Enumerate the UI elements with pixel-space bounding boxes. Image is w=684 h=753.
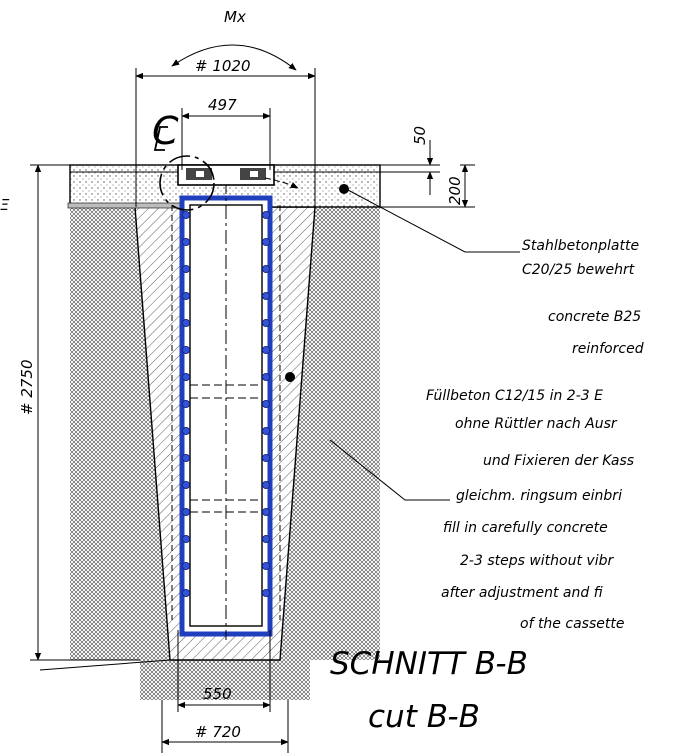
bolt xyxy=(261,399,270,408)
bolt xyxy=(261,535,270,544)
svg-text:gleichm. ringsum einbri: gleichm. ringsum einbri xyxy=(456,488,622,504)
bolt xyxy=(261,589,270,598)
dim-top-width: # 1020 xyxy=(195,57,251,75)
bolt xyxy=(261,318,270,327)
bolt xyxy=(261,453,270,462)
detail-label: C xyxy=(152,109,179,153)
note-fill-de: Füllbeton C12/15 in 2-3 E ohne Rüttler n… xyxy=(426,388,634,504)
bolt xyxy=(261,345,270,354)
bolt xyxy=(261,480,270,489)
bolt xyxy=(181,345,190,354)
bolt xyxy=(261,264,270,273)
bolt xyxy=(181,480,190,489)
svg-text:ohne Rüttler nach Ausr: ohne Rüttler nach Ausr xyxy=(455,416,618,432)
dim-height: # 2750 xyxy=(18,359,36,415)
svg-text:after adjustment and fi: after adjustment and fi xyxy=(441,585,603,601)
svg-text:und Fixieren der Kass: und Fixieren der Kass xyxy=(483,453,634,469)
section-subtitle: cut B-B xyxy=(368,699,480,735)
svg-text:reinforced: reinforced xyxy=(572,341,644,357)
bolt xyxy=(181,318,190,327)
slab-rebar xyxy=(339,184,349,194)
detail-circle xyxy=(159,155,215,211)
bolt xyxy=(261,507,270,516)
bolt xyxy=(181,210,190,219)
svg-text:fill in carefully concrete: fill in carefully concrete xyxy=(443,520,608,536)
bolt xyxy=(181,562,190,571)
bolt xyxy=(261,210,270,219)
section-title: SCHNITT B-B xyxy=(330,646,528,682)
dim-slab-top: 50 xyxy=(411,126,429,145)
note-slab-de: Stahlbetonplatte C20/25 bewehrt xyxy=(522,238,639,278)
bolt xyxy=(181,426,190,435)
soil-bottom xyxy=(140,660,310,700)
svg-text:Füllbeton C12/15 in 2-3 E: Füllbeton C12/15 in 2-3 E xyxy=(426,388,603,404)
soil-left xyxy=(70,207,170,660)
fill-rebar xyxy=(285,372,295,382)
bolt xyxy=(261,291,270,300)
svg-text:of the cassette: of the cassette xyxy=(520,616,624,632)
bolt xyxy=(181,372,190,381)
svg-text:Stahlbetonplatte: Stahlbetonplatte xyxy=(522,238,639,254)
bolt xyxy=(181,507,190,516)
svg-text:2-3 steps without vibr: 2-3 steps without vibr xyxy=(460,553,614,569)
bolt xyxy=(181,453,190,462)
soil-right xyxy=(280,207,380,660)
svg-text:concrete B25: concrete B25 xyxy=(548,309,641,325)
moment-label: Mx xyxy=(224,8,246,26)
note-fill-en: fill in carefully concrete 2-3 steps wit… xyxy=(441,520,624,632)
bolt xyxy=(181,264,190,273)
anchor-bolts xyxy=(181,210,270,598)
bolt xyxy=(181,535,190,544)
bolt xyxy=(181,399,190,408)
bolt xyxy=(181,291,190,300)
bolt xyxy=(181,589,190,598)
svg-text:C20/25 bewehrt: C20/25 bewehrt xyxy=(522,262,635,278)
dim-bottom-width: # 720 xyxy=(195,723,241,741)
bolt xyxy=(261,562,270,571)
dim-inner-width: 497 xyxy=(208,96,237,114)
bolt xyxy=(181,237,190,246)
dim-bottom-inner: 550 xyxy=(203,685,232,703)
bolt xyxy=(261,372,270,381)
svg-text:Ξ: Ξ xyxy=(0,196,10,214)
note-slab-en: concrete B25 reinforced xyxy=(548,309,644,357)
bolt xyxy=(261,237,270,246)
bolt xyxy=(261,426,270,435)
dim-slab-thickness: 200 xyxy=(446,176,464,205)
